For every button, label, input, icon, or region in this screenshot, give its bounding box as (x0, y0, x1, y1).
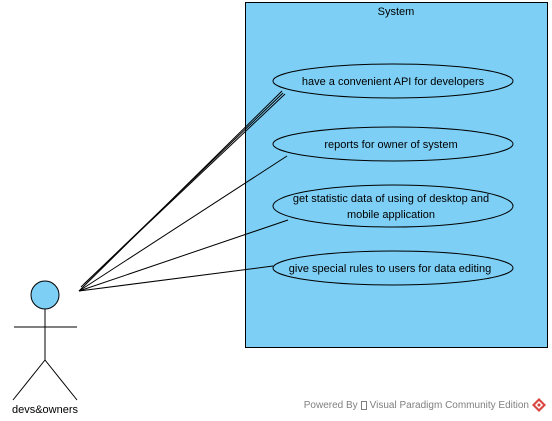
use-case-ellipse[interactable] (272, 63, 514, 99)
actor-leg-right (44, 359, 78, 401)
use-case-ellipse[interactable] (272, 126, 514, 162)
separator-glyph (360, 400, 367, 410)
association-line (78, 155, 288, 292)
association-line (78, 219, 289, 292)
associations (78, 90, 289, 292)
use-case-label: mobile application (347, 209, 435, 221)
actor-leg-left (12, 359, 46, 401)
vp-logo-icon (532, 398, 546, 412)
use-case-label: give special rules to users for data edi… (289, 263, 491, 275)
use-case[interactable]: give special rules to users for data edi… (272, 250, 514, 286)
actor[interactable] (12, 280, 78, 401)
footer-suffix: Visual Paradigm Community Edition (369, 399, 529, 411)
association-line (83, 93, 286, 285)
actor-head (30, 280, 60, 310)
watermark: Powered By Visual Paradigm Community Edi… (304, 398, 546, 412)
system-title: System (378, 6, 415, 18)
actor-name: devs&owners (12, 404, 79, 416)
use-case-label: reports for owner of system (324, 139, 457, 151)
system-boundary (245, 2, 548, 348)
footer-prefix: Powered By (303, 399, 358, 411)
association-line (78, 265, 274, 292)
use-case-label: get statistic data of using of desktop a… (293, 193, 489, 205)
use-case-ellipse[interactable] (272, 184, 514, 228)
use-case[interactable]: have a convenient API for developers (272, 63, 514, 99)
use-case[interactable]: get statistic data of using of desktop a… (272, 184, 514, 228)
use-case-label: have a convenient API for developers (302, 76, 485, 88)
use-case[interactable]: reports for owner of system (272, 126, 514, 162)
use-case-ellipse[interactable] (272, 250, 514, 286)
